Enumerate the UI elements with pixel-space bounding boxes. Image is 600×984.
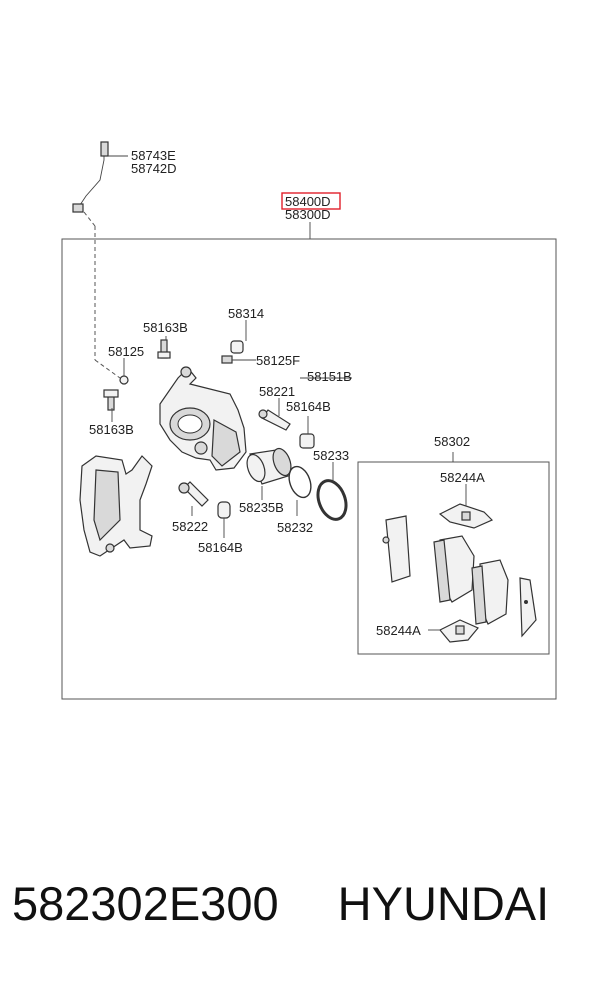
bolt-58163b-left xyxy=(103,389,119,411)
label-58244a-top: 58244A xyxy=(440,470,485,485)
guide-pin-58222 xyxy=(178,481,209,507)
label-58314: 58314 xyxy=(228,306,264,321)
brake-pad-outer xyxy=(471,559,509,625)
brand-name: HYUNDAI xyxy=(337,877,550,930)
label-58164b-bottom: 58164B xyxy=(198,540,243,555)
label-58232: 58232 xyxy=(277,520,313,535)
brake-pad-inner xyxy=(433,535,475,603)
highlight-box xyxy=(281,192,341,210)
pad-backing-plate xyxy=(519,577,537,638)
label-58233: 58233 xyxy=(313,448,349,463)
pad-clip-top xyxy=(438,503,494,529)
caliper-bracket xyxy=(79,455,153,557)
label-58222: 58222 xyxy=(172,519,208,534)
boot-58164b-top xyxy=(299,433,315,449)
anti-squeal-shim xyxy=(382,515,411,583)
cap-58314 xyxy=(230,340,244,354)
label-58163b-left: 58163B xyxy=(89,422,134,437)
caliper-body xyxy=(159,366,247,471)
bleeder-58125 xyxy=(119,375,129,385)
label-58302: 58302 xyxy=(434,434,470,449)
label-58244a-bottom: 58244A xyxy=(376,623,421,638)
footer-caption: 582302E300 HYUNDAI xyxy=(12,876,592,931)
pad-kit-frame xyxy=(357,461,550,655)
label-58163b-top: 58163B xyxy=(143,320,188,335)
label-58300d: 58300D xyxy=(285,207,331,222)
label-58742d: 58742D xyxy=(131,161,177,176)
label-58125f: 58125F xyxy=(256,353,300,368)
piston-58235b xyxy=(246,447,292,485)
label-58400d: 58400D xyxy=(285,194,331,209)
part-number: 582302E300 xyxy=(12,877,279,930)
guide-pin-58221 xyxy=(258,409,291,431)
boot-58164b-bottom xyxy=(217,501,231,519)
label-58164b-top: 58164B xyxy=(286,399,331,414)
brake-hose xyxy=(72,141,128,379)
ring-58232 xyxy=(288,465,312,499)
label-58235b: 58235B xyxy=(239,500,284,515)
bolt-58163b-top xyxy=(157,339,171,359)
seal-58233 xyxy=(316,479,348,521)
label-58125: 58125 xyxy=(108,344,144,359)
cap-58125f xyxy=(221,355,233,364)
assembly-frame xyxy=(61,238,557,700)
label-58151b: 58151B xyxy=(307,369,352,384)
label-58743e: 58743E xyxy=(131,148,176,163)
label-58221: 58221 xyxy=(259,384,295,399)
pad-clip-bottom xyxy=(439,619,479,643)
